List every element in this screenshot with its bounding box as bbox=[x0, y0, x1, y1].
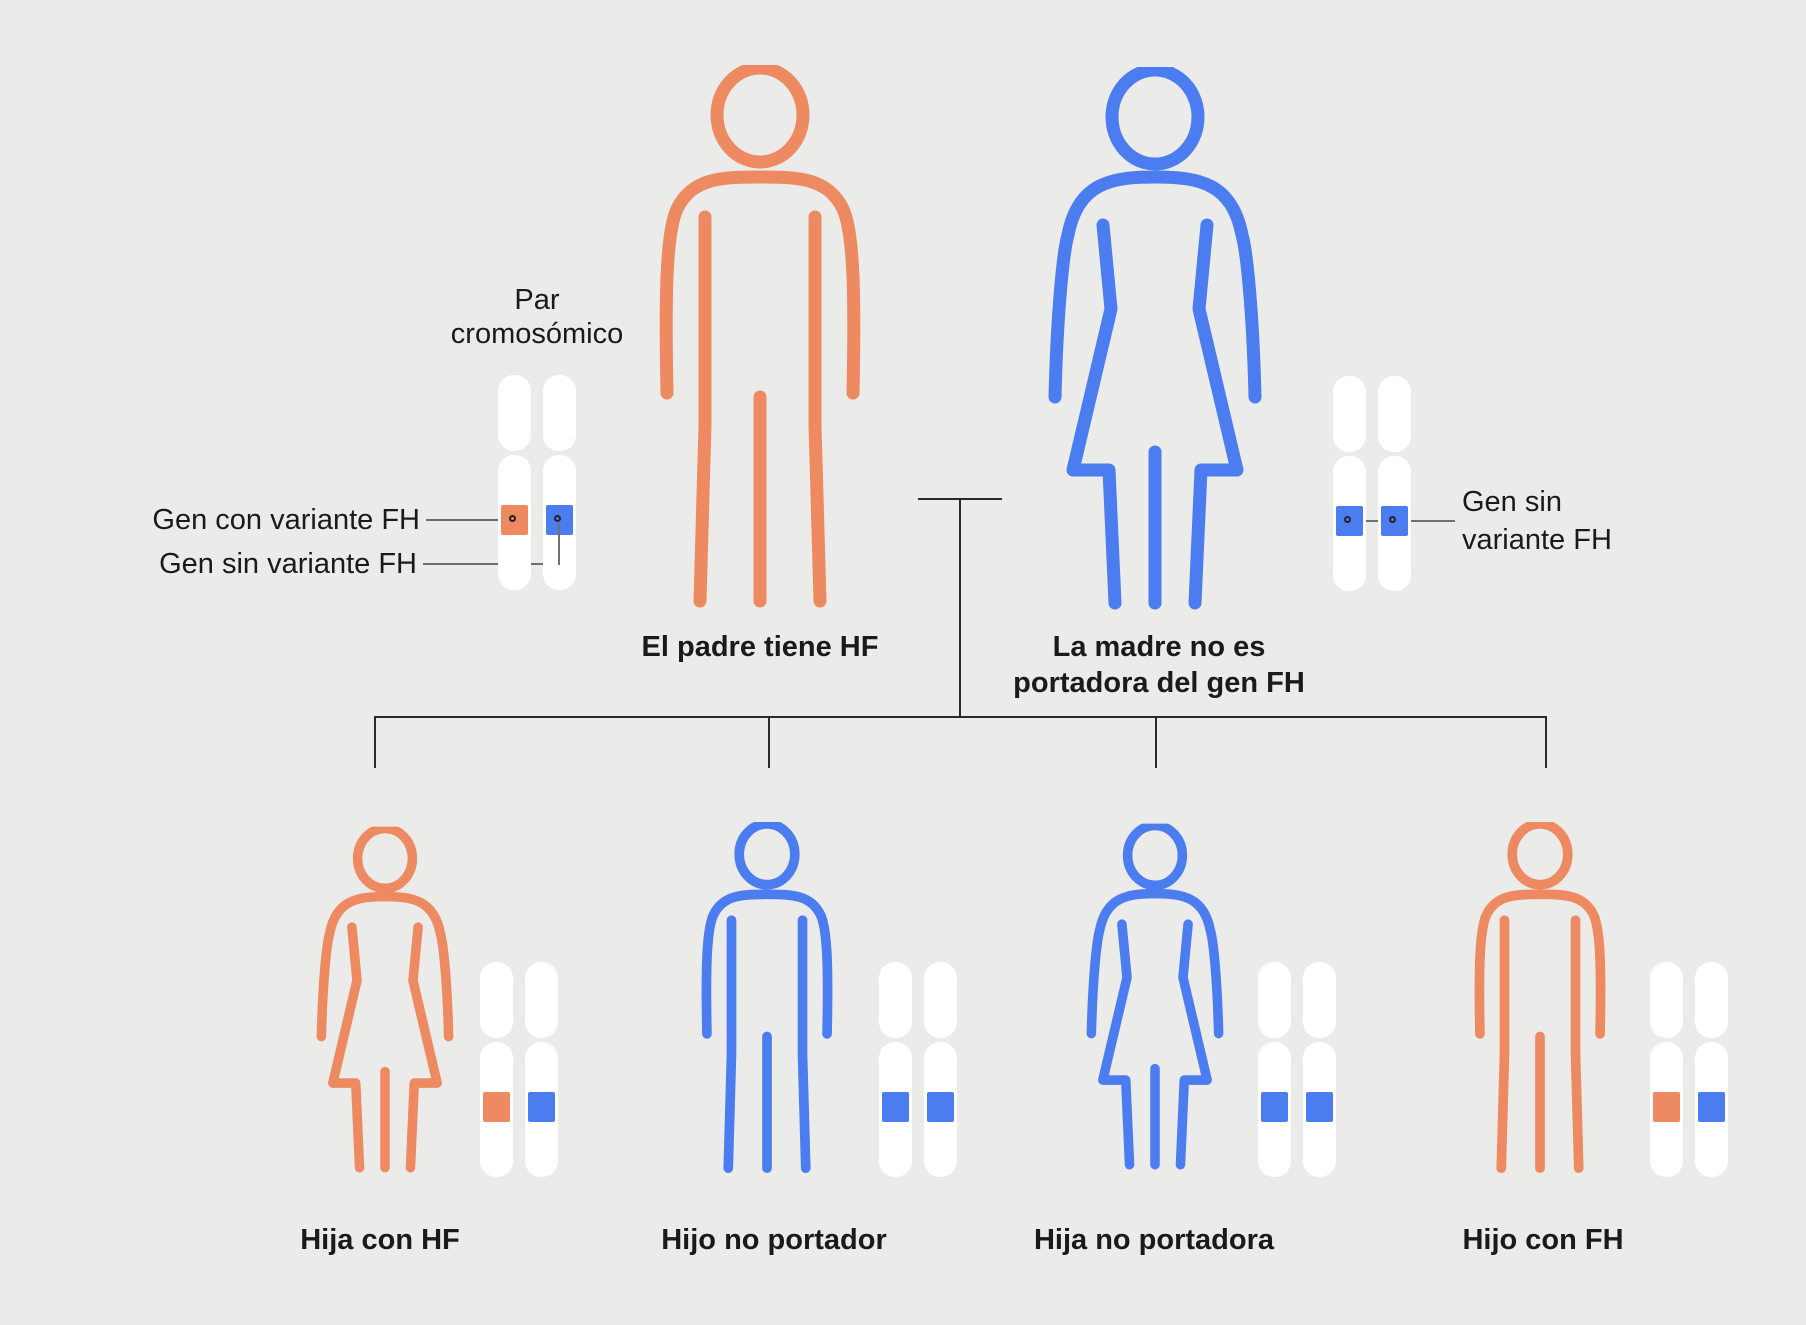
father-chromosome-pair bbox=[498, 375, 576, 590]
chromosome bbox=[879, 962, 912, 1177]
gene-without-pointer-line-h bbox=[423, 563, 559, 565]
chromosome bbox=[1650, 962, 1683, 1177]
chromosome bbox=[924, 962, 957, 1177]
father-figure-icon bbox=[655, 65, 865, 610]
gene-variant-square bbox=[1653, 1092, 1680, 1122]
pointer-ring-icon bbox=[554, 515, 561, 522]
daughter-non-carrier-figure-icon bbox=[1085, 823, 1225, 1171]
gene-normal-square bbox=[1306, 1092, 1333, 1122]
mother-label: La madre no es portadora del gen FH bbox=[1013, 631, 1305, 699]
pointer-ring-icon bbox=[1344, 516, 1351, 523]
children-connector-horizontal bbox=[374, 716, 1547, 718]
gene-normal-square bbox=[927, 1092, 954, 1122]
child-label: Hijo con FH bbox=[1462, 1224, 1624, 1256]
father-label: El padre tiene HF bbox=[641, 631, 879, 663]
gene-variant-square bbox=[483, 1092, 510, 1122]
gene-with-pointer-line bbox=[426, 519, 514, 521]
gene-normal-square bbox=[1698, 1092, 1725, 1122]
child-label: Hija no portadora bbox=[1033, 1224, 1275, 1256]
chromosome bbox=[1333, 376, 1366, 591]
child-chromosome-pair bbox=[1258, 962, 1336, 1177]
child-chromosome-pair bbox=[1650, 962, 1728, 1177]
gene-without-variant-right-label: Gen sin variante FH bbox=[1462, 486, 1612, 556]
chromosome bbox=[1258, 962, 1291, 1177]
child-chromosome-pair bbox=[879, 962, 957, 1177]
son-with-fh-figure-icon bbox=[1469, 822, 1611, 1174]
mother-figure-icon bbox=[1045, 67, 1265, 612]
chromosome bbox=[480, 962, 513, 1177]
child-drop-line bbox=[374, 716, 376, 768]
gene-without-variant-label: Gen sin variante FH bbox=[159, 548, 417, 580]
daughter-with-fh-figure-icon bbox=[315, 826, 455, 1174]
chromosome bbox=[1378, 376, 1411, 591]
child-label: Hija con HF bbox=[300, 1224, 460, 1256]
chromosome bbox=[1303, 962, 1336, 1177]
child-chromosome-pair bbox=[480, 962, 558, 1177]
child-drop-line bbox=[768, 716, 770, 768]
pointer-ring-icon bbox=[1389, 516, 1396, 523]
child-drop-line bbox=[1545, 716, 1547, 768]
pair-chromosome-label: Par cromosómico bbox=[450, 284, 624, 350]
child-label: Hijo no portador bbox=[661, 1224, 887, 1256]
mother-chromosome-pair bbox=[1333, 376, 1411, 591]
chromosome bbox=[525, 962, 558, 1177]
gene-without-pointer-line-v bbox=[558, 524, 560, 565]
parents-connector-vertical bbox=[959, 498, 961, 718]
gene-normal-square bbox=[882, 1092, 909, 1122]
chromosome bbox=[543, 375, 576, 590]
son-non-carrier-figure-icon bbox=[696, 822, 838, 1174]
gene-normal-square bbox=[528, 1092, 555, 1122]
child-drop-line bbox=[1155, 716, 1157, 768]
chromosome bbox=[498, 375, 531, 590]
gene-with-variant-label: Gen con variante FH bbox=[152, 504, 420, 536]
chromosome bbox=[1695, 962, 1728, 1177]
gene-normal-square bbox=[1261, 1092, 1288, 1122]
pointer-ring-icon bbox=[509, 515, 516, 522]
